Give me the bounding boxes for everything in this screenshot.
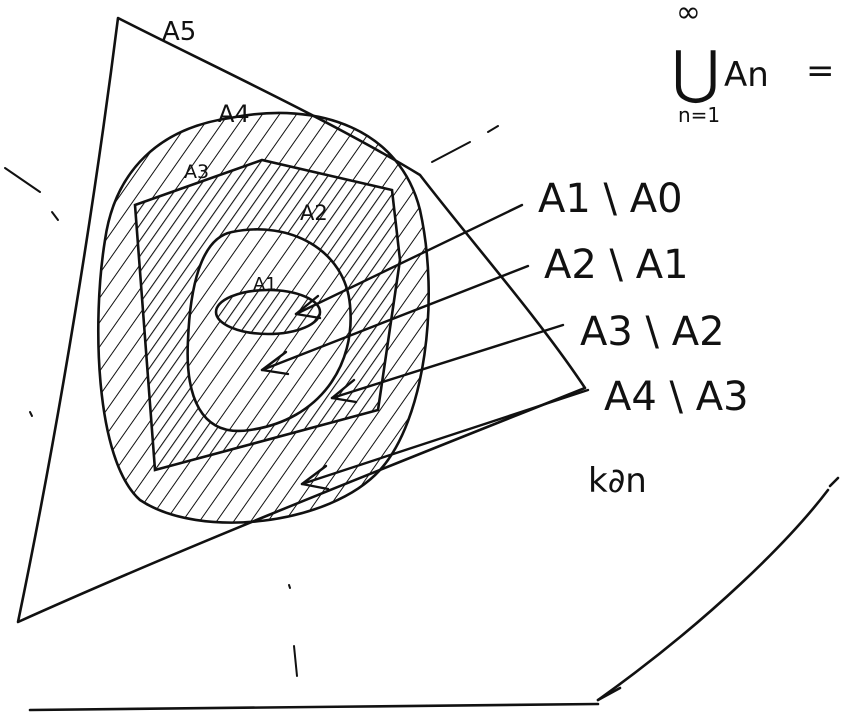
- label-a5: A5: [162, 17, 196, 47]
- difference-a1-a0: A1 \ A0: [538, 176, 683, 222]
- set-a1-hatch: [216, 290, 320, 334]
- union-term: An: [724, 55, 769, 95]
- difference-a4-a3: A4 \ A3: [604, 374, 749, 420]
- difference-a3-a2: A3 \ A2: [580, 309, 725, 355]
- union-subscript: n=1: [678, 103, 720, 127]
- label-a4: A4: [218, 100, 250, 128]
- union-equals: =: [806, 51, 835, 91]
- label-a3: A3: [184, 161, 209, 183]
- page-corner: [30, 478, 838, 710]
- label-a1: A1: [253, 274, 277, 295]
- union-expression: ∞ ⋃ An = n=1: [672, 0, 835, 127]
- label-a2: A2: [300, 201, 328, 225]
- difference-a2-a1: A2 \ A1: [544, 242, 689, 288]
- note-text: k∂n: [588, 461, 647, 501]
- union-symbol: ⋃: [672, 38, 720, 106]
- difference-labels: A1 \ A0 A2 \ A1 A3 \ A2 A4 \ A3: [538, 176, 749, 420]
- union-superscript: ∞: [676, 0, 701, 30]
